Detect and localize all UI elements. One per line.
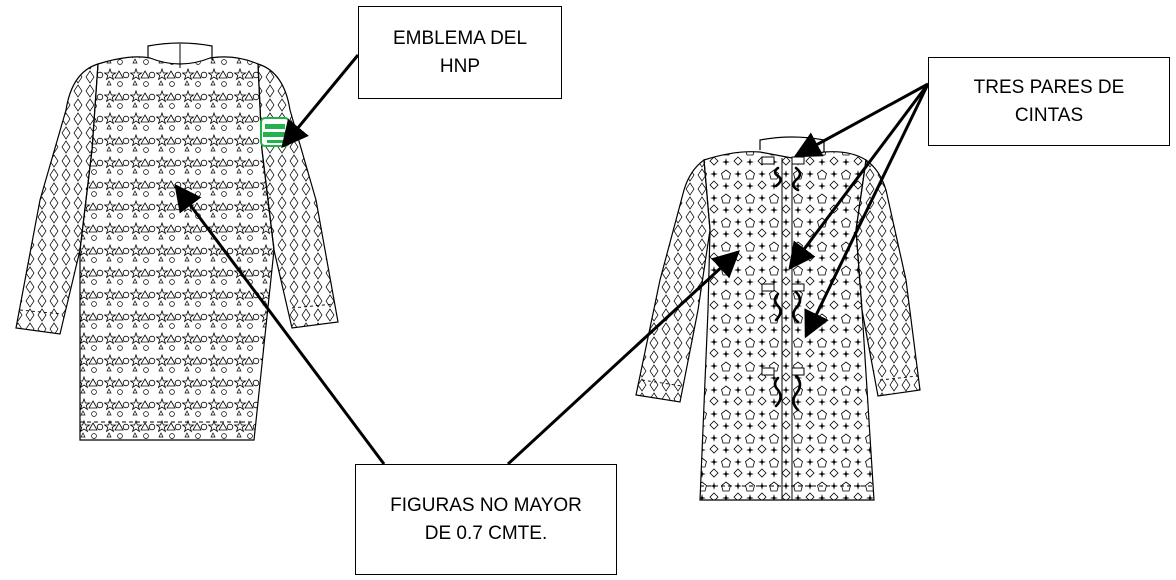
ribbon-ties — [761, 156, 805, 412]
callout-cintas: TRES PARES DE CINTAS — [928, 57, 1170, 146]
arrow-cintas-2 — [788, 83, 930, 271]
arrow-figuras-left — [174, 183, 386, 465]
leader-arrows — [174, 54, 930, 466]
left-garment-body — [79, 56, 275, 441]
right-garment-right-sleeve — [855, 158, 921, 397]
ribbon-tie-icon — [761, 283, 805, 324]
left-garment-left-sleeve — [15, 63, 99, 335]
callout-figuras: FIGURAS NO MAYOR DE 0.7 CMTE. — [355, 464, 617, 575]
right-garment-left-sleeve — [635, 158, 711, 403]
ribbon-tie-icon — [761, 156, 805, 192]
right-garment-body — [699, 151, 875, 501]
arrow-figuras-right — [506, 250, 740, 466]
arrow-emblema — [281, 54, 360, 149]
callout-emblema: EMBLEMA DEL HNP — [358, 6, 562, 99]
arrow-cintas-3 — [804, 83, 930, 339]
right-garment — [635, 136, 921, 501]
arrow-cintas-1 — [793, 82, 929, 158]
ribbon-tie-icon — [761, 367, 805, 412]
left-garment — [15, 42, 339, 441]
